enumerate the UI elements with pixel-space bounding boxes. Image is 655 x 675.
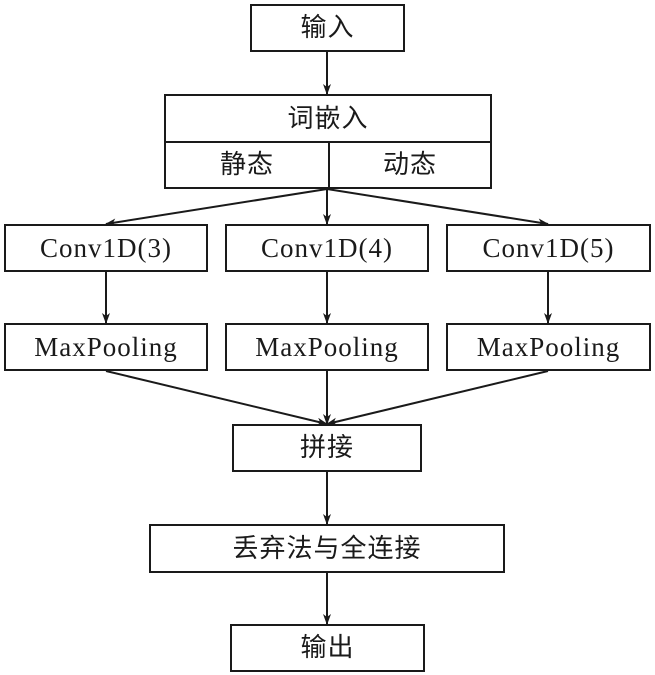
- output-node: 输出: [230, 624, 425, 672]
- static-channel: 静态: [166, 143, 330, 187]
- embedding-channels: 静态 动态: [164, 141, 492, 189]
- edge-embedding-to-conv5: [326, 188, 549, 227]
- embedding-node-label: 词嵌入: [287, 103, 369, 134]
- conv1d-5-label: Conv1D(5): [482, 232, 615, 263]
- edge-pool5-to-concat: [326, 370, 549, 426]
- edge-embedding-to-conv3: [105, 188, 328, 227]
- conv1d-5-node: Conv1D(5): [446, 224, 651, 272]
- maxpooling-5-label: MaxPooling: [476, 331, 621, 362]
- dynamic-channel: 动态: [330, 143, 490, 187]
- maxpooling-5-node: MaxPooling: [446, 323, 651, 371]
- input-node-label: 输入: [300, 13, 355, 43]
- concat-node: 拼接: [232, 424, 422, 472]
- dropout-fc-node: 丢弃法与全连接: [149, 524, 505, 573]
- conv1d-4-node: Conv1D(4): [225, 224, 429, 272]
- maxpooling-3-label: MaxPooling: [34, 331, 178, 362]
- maxpooling-4-label: MaxPooling: [255, 331, 399, 362]
- conv1d-4-label: Conv1D(4): [261, 232, 393, 263]
- conv1d-3-label: Conv1D(3): [40, 232, 172, 263]
- maxpooling-3-node: MaxPooling: [4, 323, 208, 371]
- conv1d-3-node: Conv1D(3): [4, 224, 208, 272]
- output-node-label: 输出: [300, 633, 355, 663]
- dropout-fc-node-label: 丢弃法与全连接: [232, 533, 422, 564]
- static-channel-label: 静态: [219, 150, 274, 180]
- input-node: 输入: [250, 4, 405, 52]
- concat-node-label: 拼接: [299, 433, 354, 463]
- maxpooling-4-node: MaxPooling: [225, 323, 429, 371]
- embedding-node: 词嵌入: [164, 94, 492, 143]
- edge-pool3-to-concat: [105, 370, 328, 426]
- dynamic-channel-label: 动态: [382, 150, 437, 180]
